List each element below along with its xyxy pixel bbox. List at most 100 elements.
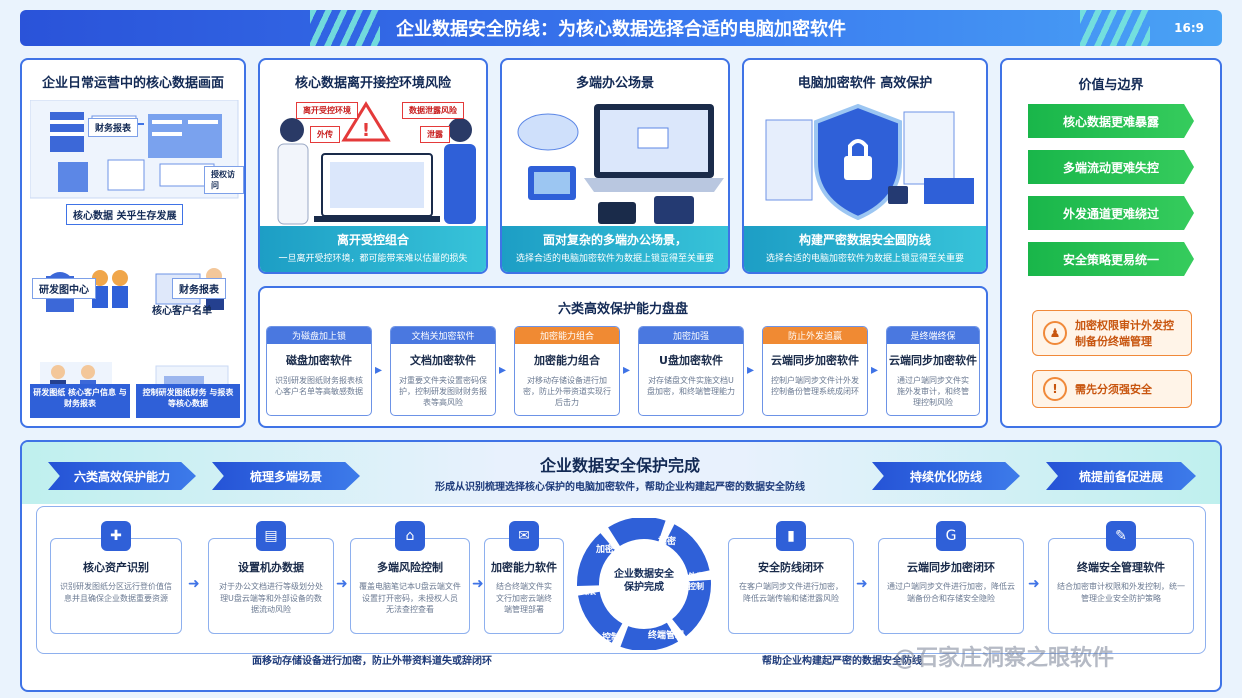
- document-icon: ▤: [256, 521, 286, 551]
- warning-box-2: ! 需先分须强安全: [1032, 370, 1192, 408]
- step-3-desc: 覆盖电脑笔记本U盘云端文件设置打开密码，未授权人员无法查控查看: [359, 582, 461, 615]
- card-6-head: 是终端终保: [887, 327, 979, 344]
- card-6-name: 云端同步加密软件: [889, 354, 977, 367]
- arrow-right-icon: ➜: [1028, 576, 1040, 592]
- capability-card-6: 是终端终保云端同步加密软件通过户端同步文件实施外发审计，和终管理控制风险: [886, 326, 980, 416]
- step-5-desc: 在客户端同步文件进行加密，降低云端传输和储泄露风险: [739, 582, 843, 603]
- card-3-head: 加密能力组合: [515, 327, 619, 344]
- panel-core-data: 企业日常运营中的核心数据画面 财务报表 授权访问 核心数据 关乎生存发展 研发图…: [20, 58, 246, 428]
- capabilities-title: 六类高效保护能力盘盘: [557, 302, 688, 317]
- step-7-desc: 结合加密审计权限和外发控制，统一管理企业安全防护策略: [1057, 582, 1185, 603]
- step-7: ✎终端安全管理软件结合加密审计权限和外发控制，统一管理企业安全防护策略: [1048, 521, 1194, 634]
- arrow-right-icon: ▸: [747, 362, 755, 378]
- risk-illustration: !: [277, 101, 476, 225]
- value-pill-2: 多端流动更难失控: [1028, 150, 1194, 184]
- card-3-desc: 对移动存储设备进行加密，防止外带资道实现行后击力: [523, 376, 611, 408]
- card-1-desc: 识别研发图纸财务报表核心客户名单等高敏感数据: [275, 376, 363, 397]
- doc-tag: 财务报表: [88, 118, 139, 137]
- tag-leave-control: 离开受控环境: [296, 102, 358, 119]
- arrow-right-icon: ▸: [623, 362, 631, 378]
- title-stripes-left: [310, 10, 380, 46]
- chevron-2: 梳理多端场景: [212, 462, 360, 490]
- side-tag: 授权访问: [204, 166, 244, 194]
- warning-text-1: 加密权限审计外发控制备份终端管理: [1075, 319, 1174, 348]
- card-4-desc: 对存储盘文件实施文档U盘加密，和终端管理能力: [647, 376, 735, 397]
- card-5-name: 云端同步加密软件: [771, 354, 859, 367]
- card-6-desc: 通过户端同步文件实施外发审计，和终管理控制风险: [897, 376, 969, 408]
- title-bar: 企业数据安全防线：为核心数据选择合适的电脑加密软件 16:9: [20, 10, 1222, 46]
- rd-label: 研发图中心: [32, 278, 96, 299]
- risk-caption-sub: 一旦离开受控环境，都可能带来难以估量的损失: [278, 254, 468, 264]
- bottom-title: 企业数据安全保护完成: [539, 456, 700, 475]
- arrow-right-icon: ▸: [499, 362, 507, 378]
- protection-ring: [577, 518, 711, 650]
- step-2-desc: 对于办公文档进行等级划分处理U盘云端等和外部设备的数据流动风险: [219, 582, 323, 615]
- bottom-subtitle: 形成从识别梳理选择核心保护的电脑加密软件，帮助企业构建起严密的数据安全防线: [435, 482, 805, 493]
- panel-encryption-title: 电脑加密软件 高效保护: [797, 76, 933, 91]
- capability-card-2: 文档关加密软件文档加密软件对重要文件夹设置密码保护，控制研发图财财务报表等高风险: [390, 326, 496, 416]
- warning-text-2: 需先分须强安全: [1075, 383, 1152, 396]
- tag-leak-risk: 数据泄露风险: [402, 102, 464, 119]
- card-1-head: 为磁盘加上锁: [267, 327, 371, 344]
- multi-device-illustration: [517, 104, 724, 224]
- encryption-caption-sub: 选择合适的电脑加密软件为数据上锁显得至关重要: [765, 254, 964, 264]
- capability-card-3: 加密能力组合加密能力组合对移动存储设备进行加密，防止外带资道实现行后击力: [514, 326, 620, 416]
- chevron-1: 六类高效保护能力: [48, 462, 196, 490]
- tag-leak: 泄露: [420, 126, 450, 143]
- shield-illustration: [765, 103, 974, 221]
- chevron-4: 梳提前备促进展: [1046, 462, 1196, 490]
- capability-card-1: 为磁盘加上锁磁盘加密软件识别研发图纸财务报表核心客户名单等高敏感数据: [266, 326, 372, 416]
- aspect-label: 16:9: [1174, 21, 1204, 35]
- ring-label-5: 控制: [602, 633, 621, 643]
- step-4: ✉加密能力软件结合终端文件实文行加密云端终端管理部署: [484, 521, 564, 634]
- ring-label-6: 权限: [578, 587, 597, 597]
- multi-device-caption-main: 面对复杂的多端办公场景，: [542, 233, 687, 247]
- svg-text:!: !: [362, 120, 370, 141]
- step-1: ✚核心资产识别识别研发图纸分区远行登价值信息并且确保企业数据重要资源: [50, 521, 182, 634]
- card-4-name: U盘加密软件: [659, 354, 723, 367]
- panel-multi-device-title: 多端办公场景: [575, 76, 654, 91]
- card-2-desc: 对重要文件夹设置密码保护，控制研发图财财务报表等高风险: [399, 376, 487, 408]
- panel-value-title: 价值与边界: [1078, 78, 1144, 93]
- shield-small-icon: ▮: [776, 521, 806, 551]
- ring-center-label: 企业数据安全保护完成: [614, 569, 674, 593]
- step-1-name: 核心资产识别: [83, 561, 149, 574]
- step-4-name: 加密能力软件: [491, 561, 557, 574]
- step-1-desc: 识别研发图纸分区远行登价值信息并且确保企业数据重要资源: [60, 582, 172, 603]
- fin-label: 财务报表: [172, 278, 226, 299]
- page-title: 企业数据安全防线：为核心数据选择合适的电脑加密软件: [396, 19, 846, 40]
- panel-encryption-caption: 构建严密数据安全圆防线 选择合适的电脑加密软件为数据上锁显得至关重要: [744, 226, 986, 272]
- alert-icon: !: [1043, 377, 1067, 401]
- title-stripes-right: [1080, 10, 1150, 46]
- step-4-desc: 结合终端文件实文行加密云端终端管理部署: [496, 582, 552, 615]
- value-pill-4: 安全策略更易统一: [1028, 242, 1194, 276]
- step-5: ▮安全防线闭环在客户端同步文件进行加密，降低云端传输和储泄露风险: [728, 521, 854, 634]
- panel-encryption: 电脑加密软件 高效保护 构建严密数据安全圆防线 选择合适的电脑加密软件为数据上锁…: [742, 58, 988, 274]
- core-data-illustration: [30, 100, 239, 411]
- card-5-head: 防止外发追赢: [763, 327, 867, 344]
- step-6-name: 云端同步加密闭环: [907, 561, 995, 574]
- card-5-desc: 控制户端同步文件计外发控制备份管理系统成闭环: [771, 376, 859, 397]
- risk-caption-main: 离开受控组合: [336, 233, 409, 247]
- panel-multi-device-caption: 面对复杂的多端办公场景， 选择合适的电脑加密软件为数据上锁显得至关重要: [502, 226, 728, 272]
- step-3: ⌂多端风险控制覆盖电脑笔记本U盘云端文件设置打开密码，未授权人员无法查控查看: [350, 521, 470, 634]
- arrow-right-icon: ➜: [188, 576, 200, 592]
- multi-device-caption-sub: 选择合适的电脑加密软件为数据上锁显得至关重要: [515, 254, 714, 264]
- panel-multi-device: 多端办公场景 面对复杂的多端办公场景， 选择合适的电脑加密软件为数据上锁显得至关…: [500, 58, 730, 274]
- cloud-sync-icon: G: [936, 521, 966, 551]
- watermark: @石家庄洞察之眼软件: [894, 646, 1115, 671]
- panel-risk-title: 核心数据离开接控环境风险: [294, 76, 451, 91]
- card-2-name: 文档加密软件: [410, 354, 476, 367]
- ring-label-2: 加密: [658, 537, 677, 547]
- value-pill-1: 核心数据更难暴露: [1028, 104, 1194, 138]
- terminal-manage-icon: ✎: [1106, 521, 1136, 551]
- arrow-right-icon: ➜: [472, 576, 484, 592]
- warning-box-1: ♟ 加密权限审计外发控制备份终端管理: [1032, 310, 1192, 356]
- value-pill-3: 外发通道更难绕过: [1028, 196, 1194, 230]
- arrow-right-icon: ➜: [856, 576, 868, 592]
- panel-risk-caption: 离开受控组合 一旦离开受控环境，都可能带来难以估量的损失: [260, 226, 486, 272]
- tag-outgoing: 外传: [310, 126, 340, 143]
- arrow-right-icon: ▸: [375, 362, 383, 378]
